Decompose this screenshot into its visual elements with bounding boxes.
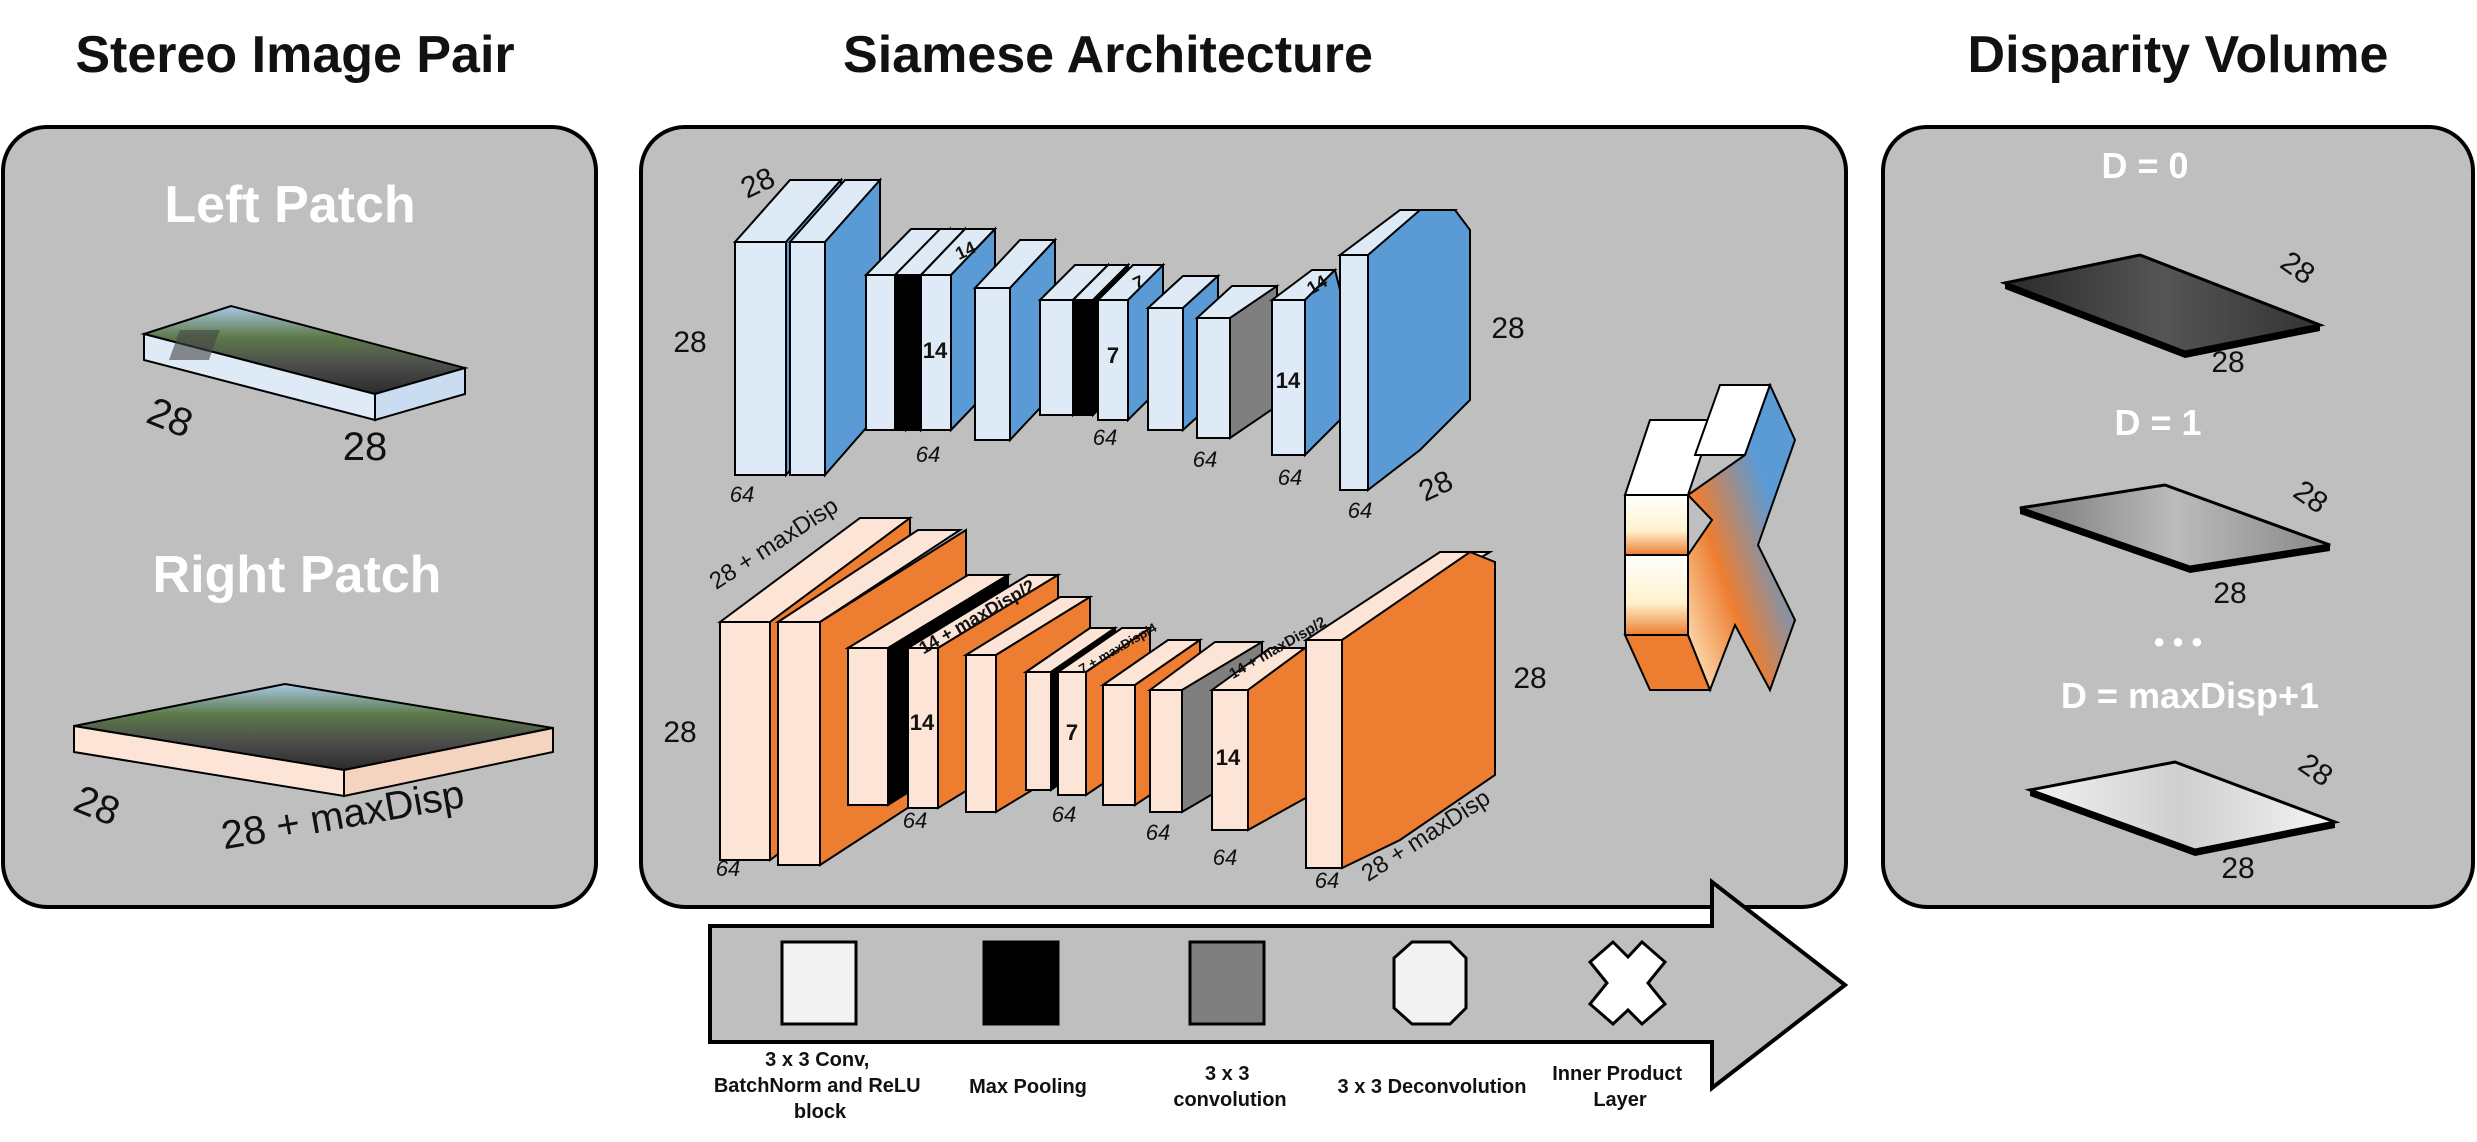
- legend-label-conv: 3 x 3 convolution: [1173, 1063, 1286, 1111]
- disparity-dmax-label: D = maxDisp+1: [2061, 675, 2319, 716]
- legend-label-deconv: 3 x 3 Deconvolution: [1338, 1076, 1527, 1098]
- disparity-d1-width: 28: [2213, 577, 2246, 610]
- disparity-ellipsis: • • •: [2154, 626, 2202, 659]
- bottom-height-left: 28: [663, 716, 696, 749]
- legend-label-inner-product: Inner Product Layer: [1552, 1063, 1688, 1111]
- bottom-dim-6: 14: [1216, 745, 1241, 770]
- top-ch-5: 64: [1278, 465, 1302, 490]
- bottom-dim-4: 7: [1066, 720, 1078, 745]
- legend-inner-product-cross-icon: [1587, 939, 1668, 1027]
- right-patch: [73, 682, 554, 798]
- disparity-dmax-width: 28: [2221, 852, 2254, 885]
- legend-max-pool-swatch: [982, 940, 1060, 1026]
- bottom-ch-4: 64: [1146, 820, 1170, 845]
- legend-label-max-pool: Max Pooling: [969, 1076, 1087, 1098]
- top-height-right: 28: [1491, 312, 1524, 345]
- legend-arrow: [708, 877, 1849, 1093]
- inner-product-cross-icon: [1623, 382, 1797, 693]
- top-ch-3: 64: [1093, 425, 1117, 450]
- bottom-ch-1: 64: [716, 856, 740, 881]
- bottom-ch-5: 64: [1213, 845, 1237, 870]
- top-dim-4: 7: [1107, 343, 1119, 368]
- stereo-heading: Stereo Image Pair: [75, 26, 514, 84]
- top-height-left: 28: [673, 326, 706, 359]
- bottom-dim-2: 14: [910, 710, 935, 735]
- top-dim-6: 14: [1276, 368, 1301, 393]
- legend-deconv-swatch: [1392, 940, 1468, 1026]
- left-patch-title: Left Patch: [164, 176, 415, 234]
- bottom-branch: [716, 516, 1496, 870]
- legend-conv-swatch: [1188, 940, 1266, 1026]
- bottom-height-right: 28: [1513, 662, 1546, 695]
- left-patch-width: 28: [343, 425, 388, 469]
- disparity-heading: Disparity Volume: [1968, 26, 2389, 84]
- top-branch: [732, 177, 1471, 493]
- bottom-ch-6: 64: [1315, 868, 1339, 893]
- top-ch-1: 64: [730, 482, 754, 507]
- right-patch-title: Right Patch: [153, 546, 442, 604]
- legend-conv-block-swatch: [780, 940, 858, 1026]
- disparity-slice-1: [2019, 483, 2331, 573]
- top-dim-2: 14: [923, 338, 948, 363]
- bottom-ch-3: 64: [1052, 802, 1076, 827]
- disparity-d1-label: D = 1: [2114, 402, 2201, 443]
- disparity-slice-0: [1999, 253, 2326, 358]
- bottom-ch-2: 64: [903, 808, 927, 833]
- legend-label-conv-block: 3 x 3 Conv, BatchNorm and ReLU block: [714, 1049, 926, 1123]
- left-patch: [140, 304, 469, 422]
- disparity-d0-width: 28: [2211, 346, 2244, 379]
- siamese-heading: Siamese Architecture: [843, 26, 1373, 84]
- top-ch-2: 64: [916, 442, 940, 467]
- disparity-slice-max: [2024, 760, 2341, 856]
- top-ch-6: 64: [1348, 498, 1372, 523]
- top-ch-4: 64: [1193, 447, 1217, 472]
- disparity-d0-label: D = 0: [2101, 145, 2188, 186]
